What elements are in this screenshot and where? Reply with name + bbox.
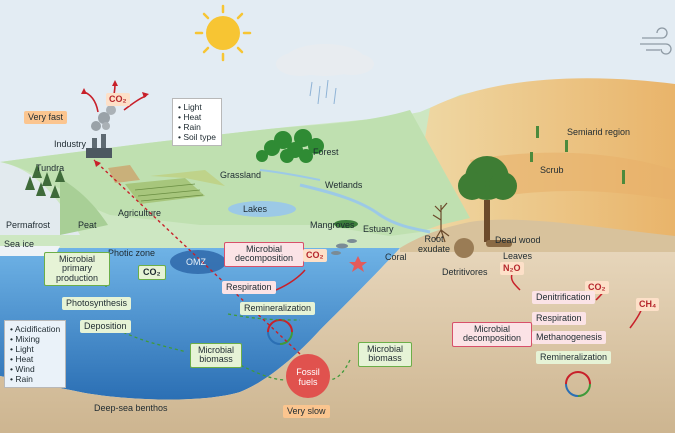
remineralization-land-box: Remineralization	[536, 351, 612, 365]
remineralization-ocean-box: Remineralization	[240, 302, 316, 316]
cactus-icons	[530, 126, 625, 184]
industry-co2-label: CO₂	[106, 93, 130, 106]
wind-icon	[640, 27, 672, 55]
agriculture-fields	[108, 165, 225, 204]
fossil-to-industry-arrow	[93, 159, 301, 355]
coral-icon	[349, 256, 367, 272]
omz-label: OMZ	[186, 257, 206, 267]
climate-factors-list: • Light • Heat • Rain • Soil type	[172, 98, 222, 147]
ocean-factors-list: • Acidification • Mixing • Light • Heat …	[4, 320, 67, 389]
detritivores-label: Detritivores	[442, 267, 488, 277]
dead-wood-icon	[486, 240, 512, 247]
ocean-factor-item: • Acidification	[10, 324, 61, 334]
estuary-label: Estuary	[363, 224, 394, 234]
ocean-factor-item: • Rain	[10, 374, 33, 385]
permafrost-label: Permafrost	[6, 220, 51, 230]
agriculture-label: Agriculture	[118, 208, 162, 218]
sea-ice-label: Sea ice	[4, 239, 35, 249]
climate-factor-item: • Soil type	[178, 132, 216, 143]
methanogenesis-box: Methanogenesis	[532, 331, 607, 345]
semiarid-label: Semiarid region	[567, 127, 631, 137]
water-bodies	[228, 169, 431, 234]
tree-icon	[458, 156, 517, 242]
lakes-label: Lakes	[243, 204, 268, 214]
photosynthesis-box: Photosynthesis	[62, 297, 132, 311]
ocean-decomposition-co2-label: CO₂	[303, 249, 327, 262]
microbial-decomposition-ocean-box: Microbial decomposition	[224, 242, 304, 267]
wetlands-label: Wetlands	[325, 180, 363, 190]
microbial-biomass-left-box: Microbial biomass	[190, 343, 242, 368]
ocean-co2-box: CO₂	[138, 265, 166, 281]
mangroves-label: Mangroves	[310, 220, 355, 230]
deposition-box: Deposition	[80, 320, 131, 334]
ocean-factor-item: • Wind	[10, 364, 35, 375]
ocean-factor-item: • Light	[10, 344, 34, 355]
peat-label: Peat	[78, 220, 97, 230]
denitrification-box: Denitrification	[532, 291, 595, 305]
remineralization-cycle-land	[565, 371, 591, 397]
scrub-label: Scrub	[540, 165, 564, 175]
grassland-label: Grassland	[220, 170, 262, 180]
forest-label: Forest	[313, 147, 339, 157]
industry-label: Industry	[54, 139, 87, 149]
deep-sea-benthos-label: Deep-sea benthos	[94, 403, 168, 413]
fossil-fuels-circle	[286, 354, 330, 398]
omz-zone	[170, 250, 226, 274]
land-co2-label: CO₂	[585, 281, 609, 294]
n2o-label: N₂O	[500, 262, 524, 275]
tundra-label: Tundra	[36, 163, 65, 173]
dead-wood-label: Dead wood	[495, 235, 541, 245]
very-fast-label: Very fast	[24, 111, 68, 125]
fossil-fuels-label: Fossil fuels	[296, 367, 320, 387]
very-slow-label: Very slow	[283, 405, 330, 419]
coral-label: Coral	[385, 252, 407, 262]
ocean-factor-item: • Heat	[10, 354, 34, 365]
mangrove-shrubs	[334, 220, 358, 228]
climate-factor-item: • Heat	[178, 112, 202, 123]
fish-icons	[331, 239, 357, 255]
climate-factor-item: • Light	[178, 102, 202, 112]
photic-zone-label: Photic zone	[108, 248, 156, 258]
microbial-primary-production-box: Microbial primary production	[44, 252, 110, 287]
respiration-ocean-box: Respiration	[222, 281, 276, 295]
climate-factor-item: • Rain	[178, 122, 201, 133]
root-tree-icon	[432, 202, 450, 243]
microbial-decomposition-land-box: Microbial decomposition	[452, 322, 532, 347]
root-exudate-label: Root exudate	[417, 234, 451, 254]
leaves-label: Leaves	[503, 251, 533, 261]
sun-icon	[194, 4, 252, 62]
microbial-biomass-right-box: Microbial biomass	[358, 342, 412, 367]
industry-factory-icon	[86, 105, 116, 158]
respiration-land-box: Respiration	[532, 312, 586, 326]
rain-cloud-icon	[276, 44, 374, 105]
ocean-factor-item: • Mixing	[10, 334, 40, 345]
tundra-trees	[25, 164, 65, 198]
remineralization-cycle-ocean	[267, 319, 293, 345]
forest-trees	[256, 129, 324, 163]
ch4-label: CH₄	[636, 298, 660, 311]
detritivore-icon	[454, 238, 474, 258]
